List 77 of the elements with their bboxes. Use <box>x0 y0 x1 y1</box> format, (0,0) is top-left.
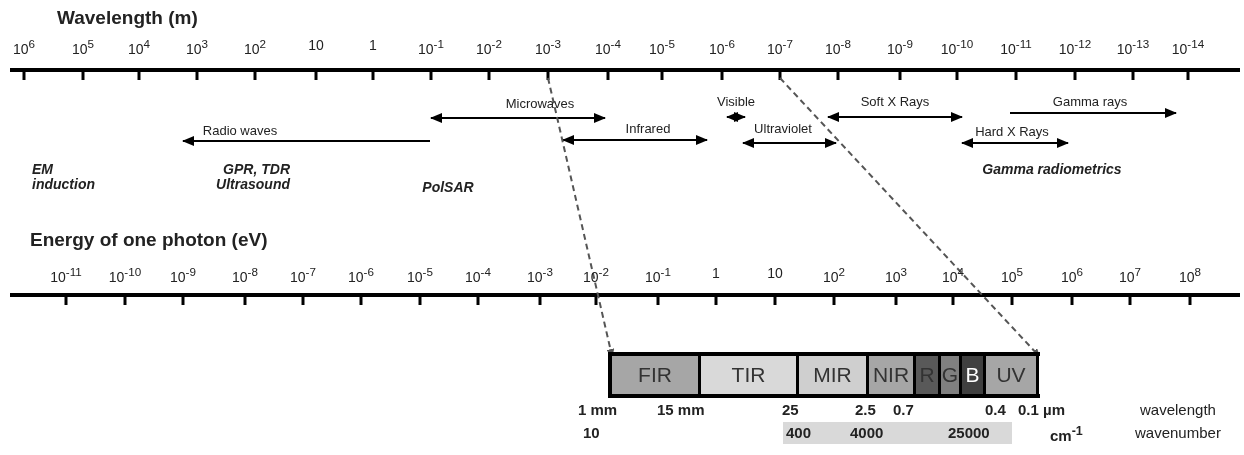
row-label: wavenumber <box>1135 425 1221 442</box>
application-label: PolSAR <box>422 180 474 196</box>
tick-label: 10$^{3}$ <box>884 266 908 286</box>
scale-value: 0.4 <box>985 402 1006 419</box>
range-label: Ultraviolet <box>754 122 812 137</box>
axis-title: Energy of one photon (eV) <box>30 230 268 251</box>
application-label: EM induction <box>32 162 96 193</box>
tick-label: 10$^{-11}$ <box>50 266 82 286</box>
tick-label: 10$^{-9}$ <box>170 266 196 286</box>
tick-label: 10$^{6}$ <box>12 38 36 58</box>
tick-label: 10$^{-7}$ <box>767 38 793 58</box>
tick-label: 10$^{-2}$ <box>476 38 502 58</box>
axis-title: Wavelength (m) <box>57 8 198 29</box>
spectrum-bar <box>608 352 1040 398</box>
band-segment: TIR <box>701 356 799 394</box>
tick-label: 10$^{-10}$ <box>940 38 974 58</box>
tick-label: 10$^{-7}$ <box>290 266 316 286</box>
scale-value: 25000 <box>948 425 990 442</box>
scale-value: 0.1 µm <box>1018 402 1065 419</box>
band-segment: G <box>941 356 962 394</box>
band-segment: FIR <box>612 356 701 394</box>
tick-label: 10$^{-5}$ <box>407 266 433 286</box>
tick-label: 1 <box>712 266 720 282</box>
tick-label: 10$^{-10}$ <box>108 266 142 286</box>
range-label: Gamma rays <box>1052 95 1128 110</box>
scale-value: 15 mm <box>657 402 705 419</box>
tick-label: 1 <box>369 38 377 54</box>
tick-label: 10$^{2}$ <box>243 38 267 58</box>
band-segment: NIR <box>869 356 916 394</box>
tick-label: 10$^{4}$ <box>941 266 965 286</box>
scale-value: 25 <box>782 402 799 419</box>
range-label: Visible <box>716 95 756 110</box>
scale-value: cm$^{-1}$ <box>1050 425 1083 445</box>
tick-label: 10$^{7}$ <box>1118 266 1142 286</box>
range-label: Microwaves <box>505 97 575 112</box>
tick-label: 10$^{8}$ <box>1178 266 1202 286</box>
tick-label: 10$^{-1}$ <box>418 38 444 58</box>
tick-label: 10$^{-8}$ <box>825 38 851 58</box>
tick-label: 10$^{-4}$ <box>595 38 621 58</box>
range-label: Soft X Rays <box>860 95 930 110</box>
tick-label: 10$^{-3}$ <box>535 38 561 58</box>
tick-label: 10$^{-8}$ <box>232 266 258 286</box>
scale-value: 400 <box>786 425 812 442</box>
tick-label: 10$^{-3}$ <box>527 266 553 286</box>
tick-label: 10 <box>308 38 324 54</box>
tick-label: 10$^{-6}$ <box>348 266 374 286</box>
scale-value: 0.7 <box>893 402 914 419</box>
tick-label: 10$^{-1}$ <box>645 266 671 286</box>
band-segment: UV <box>986 356 1039 394</box>
band-segment: B <box>962 356 986 394</box>
tick-label: 10$^{-6}$ <box>709 38 735 58</box>
tick-label: 10$^{5}$ <box>1000 266 1024 286</box>
tick-label: 10$^{-9}$ <box>887 38 913 58</box>
tick-label: 10$^{-14}$ <box>1171 38 1205 58</box>
scale-value: 10 <box>583 425 600 442</box>
application-label: GPR, TDR Ultrasound <box>215 162 290 193</box>
tick-label: 10$^{-5}$ <box>649 38 675 58</box>
tick-label: 10 <box>767 266 783 282</box>
row-label: wavelength <box>1140 402 1216 419</box>
tick-label: 10$^{-2}$ <box>583 266 609 286</box>
tick-label: 10$^{-11}$ <box>1000 38 1032 58</box>
tick-label: 10$^{-12}$ <box>1058 38 1092 58</box>
scale-value: 4000 <box>850 425 884 442</box>
tick-label: 10$^{6}$ <box>1060 266 1084 286</box>
tick-label: 10$^{4}$ <box>127 38 151 58</box>
tick-label: 10$^{3}$ <box>185 38 209 58</box>
tick-label: 10$^{2}$ <box>822 266 846 286</box>
band-segment: MIR <box>799 356 869 394</box>
range-label: Hard X Rays <box>975 125 1049 140</box>
range-label: Radio waves <box>202 124 278 139</box>
scale-value: 1 mm <box>578 402 618 419</box>
scale-value: 2.5 <box>855 402 876 419</box>
tick-label: 10$^{-13}$ <box>1116 38 1150 58</box>
range-label: Infrared <box>625 122 671 137</box>
tick-label: 10$^{5}$ <box>71 38 95 58</box>
tick-label: 10$^{-4}$ <box>465 266 491 286</box>
application-label: Gamma radiometrics <box>982 162 1122 178</box>
